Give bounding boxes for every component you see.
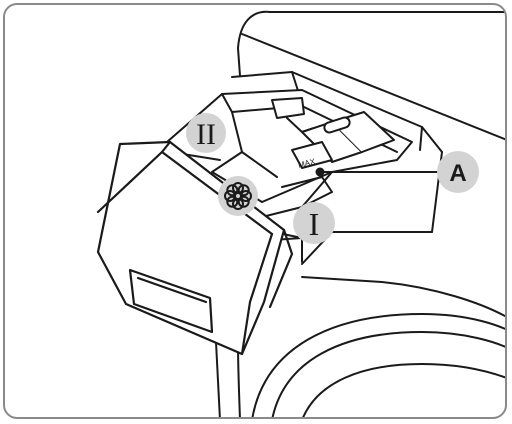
- door-ring-outer: [251, 313, 505, 417]
- callout-a-label: A: [449, 160, 466, 187]
- badge-softener: [218, 176, 258, 216]
- door-glass: [302, 363, 505, 417]
- badge-main-wash: II: [186, 113, 226, 153]
- drawer-handle-recess: [128, 268, 214, 334]
- max-mark: MAX: [297, 157, 317, 170]
- badge-prewash: I: [293, 202, 335, 244]
- callout-dot: [315, 167, 325, 177]
- badge-main-wash-label: II: [196, 118, 216, 151]
- callout-a: A: [437, 151, 479, 193]
- flower-icon: [224, 182, 252, 210]
- badge-prewash-label: I: [309, 206, 320, 242]
- door-ring-inner: [271, 331, 505, 417]
- detergent-drawer-diagram: MAX II: [96, 10, 505, 417]
- machine-top-edge: [237, 10, 505, 49]
- illustration-frame: MAX II: [3, 3, 507, 419]
